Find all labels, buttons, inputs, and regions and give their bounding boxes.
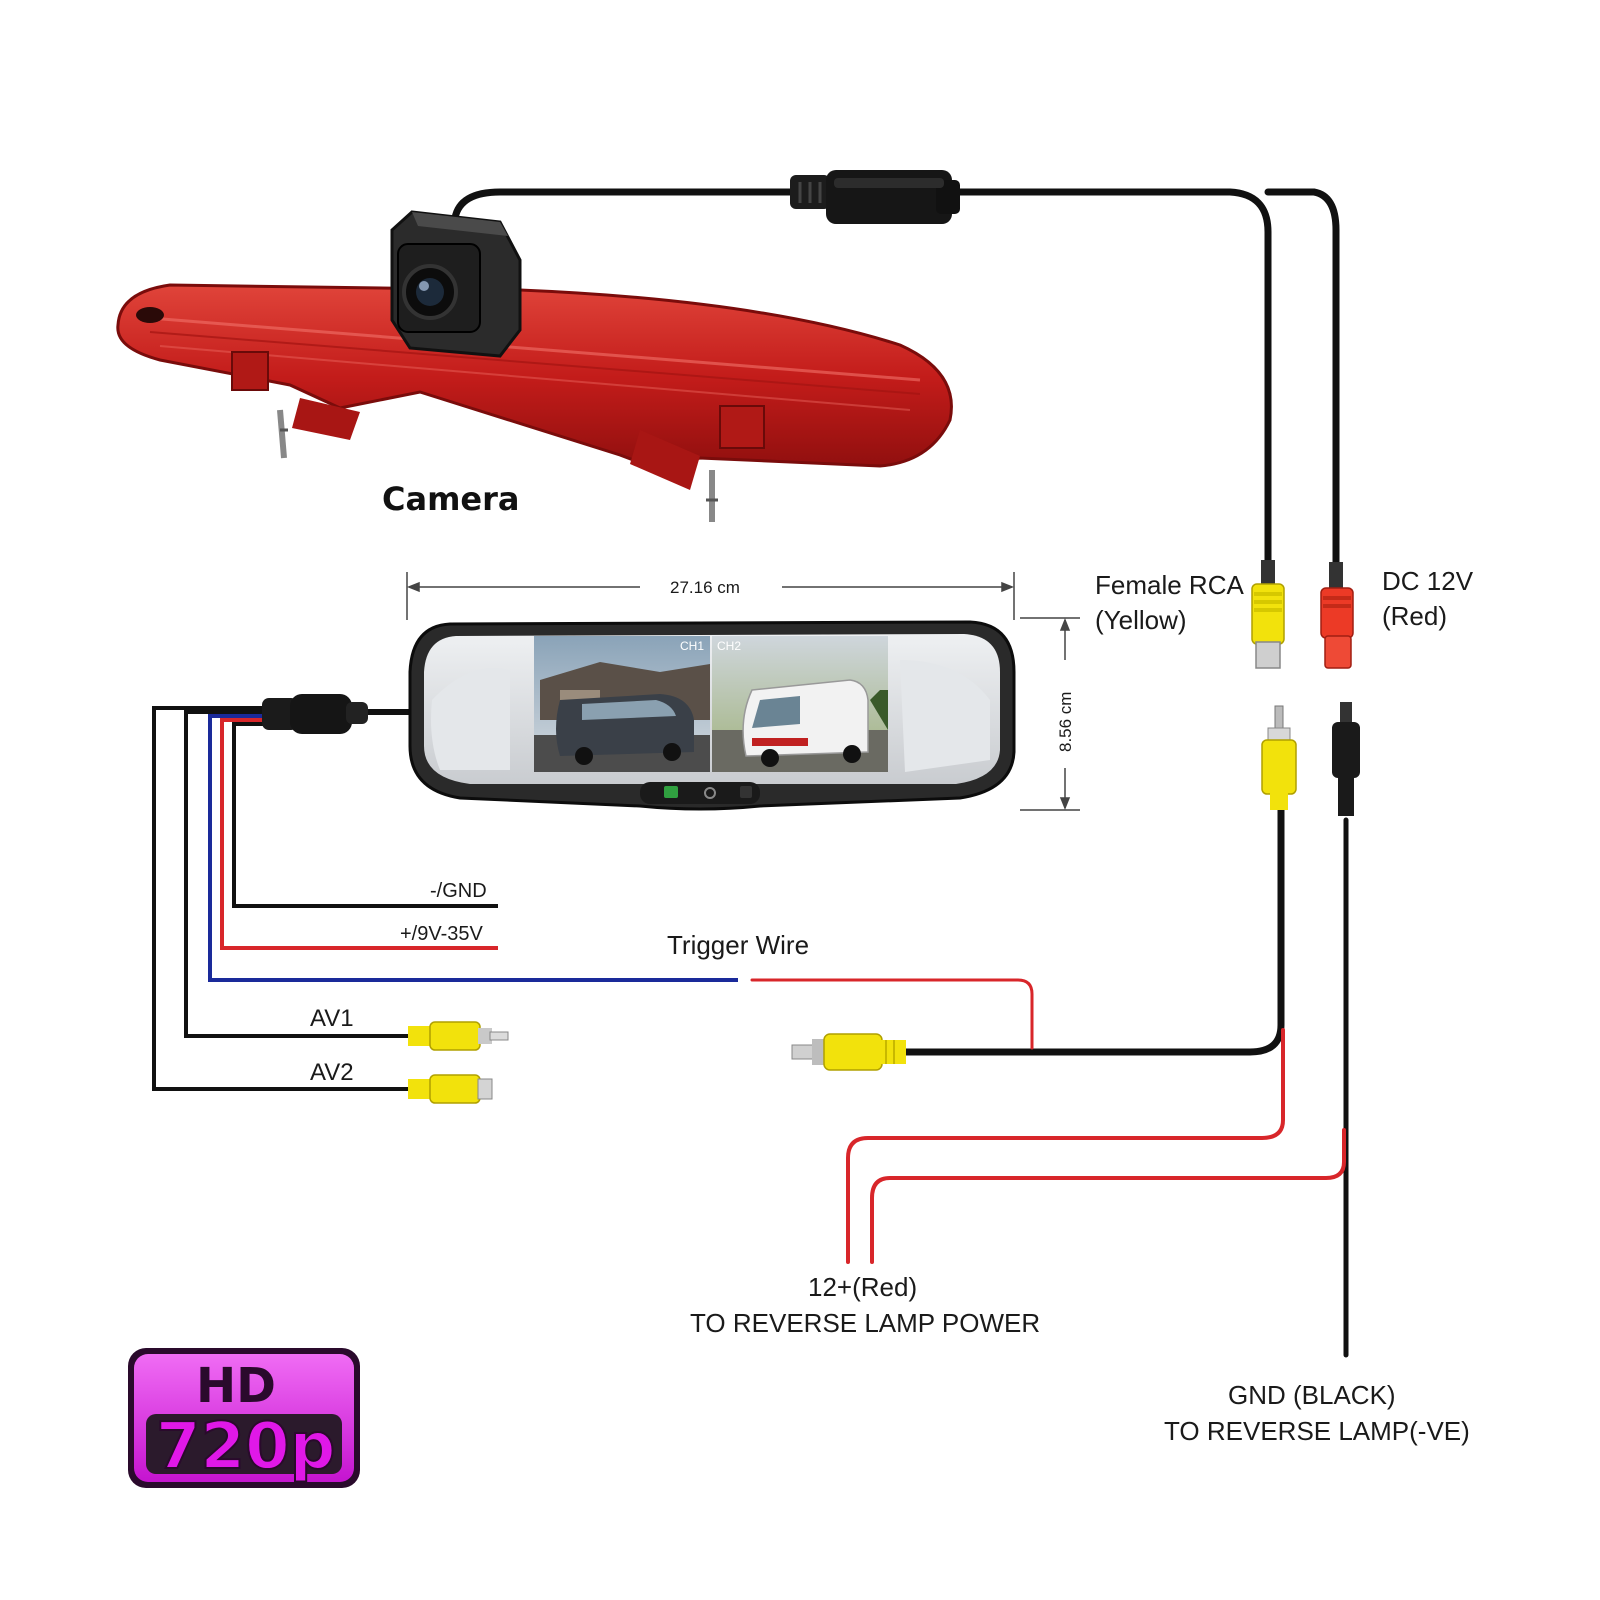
av2-rca-plug [408,1074,493,1104]
camera-unit [116,210,953,522]
av2-label: AV2 [310,1059,354,1086]
reverse-gnd-label-2: TO REVERSE LAMP(-VE) [1164,1416,1470,1446]
dc-female-connector [1320,562,1354,669]
dc12v-label-2: (Red) [1382,601,1447,631]
badge-hd: HD [196,1358,276,1414]
video-return-cable [750,801,1349,1358]
width-dimension [406,572,1015,620]
av1-wire [184,710,412,1038]
trigger-wire-label: Trigger Wire [667,930,809,960]
female-rca-connector [1251,560,1285,669]
camera-cable-to-connector [451,188,794,222]
gnd-wire-label: -/GND [430,880,487,902]
trigger-cable-red [750,978,1034,1050]
dc-male-connector [1332,702,1360,816]
av1-label: AV1 [310,1005,354,1032]
power-cable-red-2 [870,1128,1346,1264]
width-dimension-label: 27.16 cm [670,578,740,597]
mirror-monitor: 27.16 cm 8.56 cm [406,572,1080,811]
av2-wire [152,706,412,1091]
hd-720p-badge: HD 720p [128,1348,360,1488]
male-rca-connector [1261,705,1297,810]
av1-rca-plug [408,1021,509,1051]
camera-cable-to-rca [946,188,1272,569]
mirror-harness [152,706,738,1091]
gnd-wire [232,722,498,908]
reverse-gnd-label-1: GND (BLACK) [1228,1380,1396,1410]
camera-cable [451,188,1340,572]
reverse-power-label-2: TO REVERSE LAMP POWER [690,1308,1040,1338]
video-out-rca-plug [791,1033,906,1071]
reverse-power-label-1: 12+(Red) [808,1272,917,1302]
mirror-button-right[interactable] [740,786,752,798]
female-rca-label-2: (Yellow) [1095,605,1187,635]
dc12v-label-1: DC 12V [1382,566,1474,596]
power-wire-label: +/9V-35V [400,923,484,945]
height-dimension-label: 8.56 cm [1056,692,1075,752]
inline-connector [790,170,960,224]
camera-cable-to-dc [1264,188,1340,572]
power-wire [220,718,498,950]
badge-720p: 720p [156,1410,335,1484]
female-rca-label-1: Female RCA [1095,570,1244,600]
mirror-power-led[interactable] [664,786,678,798]
camera-label: Camera [382,480,520,518]
mirror-inline-connector [262,694,368,734]
ch1-label: CH1 [680,639,704,653]
mirror-button[interactable] [704,787,716,799]
ch2-label: CH2 [717,639,741,653]
power-cable-red-1 [846,1028,1285,1264]
trigger-wire [208,714,738,982]
video-cable-black [901,801,1285,1056]
height-dimension [1020,617,1080,811]
